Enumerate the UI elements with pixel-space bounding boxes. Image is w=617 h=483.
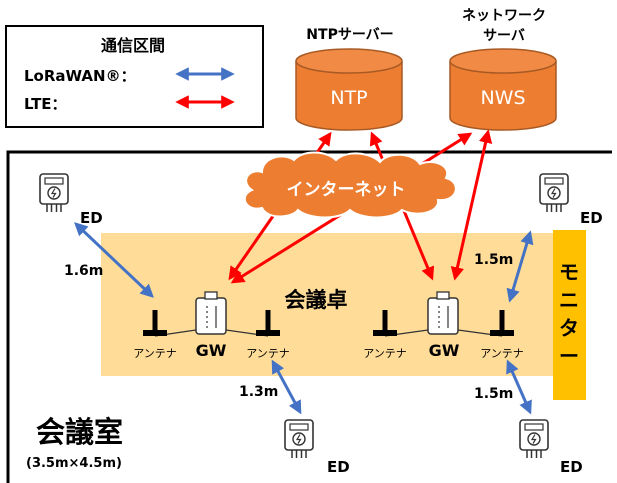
monitor-char-2: ニ bbox=[559, 288, 579, 312]
ed-top-right-label: ED bbox=[580, 209, 603, 227]
lora-arrow-top-left bbox=[74, 222, 154, 298]
antenna-1-label: アンテナ bbox=[133, 347, 177, 360]
ed-bottom-left-label: ED bbox=[327, 458, 350, 476]
meter-top-left-icon bbox=[39, 173, 69, 213]
antenna-4-label: アンテナ bbox=[480, 347, 524, 360]
ed-bottom-right-label: ED bbox=[560, 458, 583, 476]
monitor-label: モ ニ タ ー bbox=[559, 260, 579, 368]
monitor-char-1: モ bbox=[559, 260, 579, 284]
distance-bottom-right: 1.5m bbox=[474, 386, 513, 402]
meter-bottom-right-icon bbox=[519, 419, 549, 459]
antenna-3-label: アンテナ bbox=[363, 347, 407, 360]
antenna-2-label: アンテナ bbox=[246, 347, 290, 360]
internet-cloud: インターネット bbox=[243, 151, 457, 219]
distance-top-left: 1.6m bbox=[64, 263, 103, 279]
gateway-left-icon bbox=[195, 291, 227, 335]
legend-lora-label: LoRaWAN®： bbox=[24, 67, 136, 85]
monitor bbox=[553, 230, 586, 400]
distance-top-right: 1.5m bbox=[474, 252, 513, 268]
lora-links bbox=[74, 222, 534, 415]
nws-server-caption-line1: ネットワーク bbox=[462, 8, 546, 24]
nws-server: ネットワーク サーバ NWS bbox=[449, 8, 557, 131]
nws-server-caption-line2: サーバ bbox=[483, 28, 525, 44]
meter-top-right-icon bbox=[539, 173, 569, 213]
lora-arrow-top-right bbox=[506, 230, 534, 303]
gateway-right-label: GW bbox=[429, 341, 460, 360]
ntp-server-caption: NTPサーバー bbox=[306, 27, 393, 43]
monitor-char-3: タ bbox=[559, 316, 579, 340]
gateway-right-icon bbox=[427, 291, 459, 335]
internet-label: インターネット bbox=[287, 180, 406, 200]
legend: 通信区間 LoRaWAN®： LTE： bbox=[5, 25, 264, 128]
ed-top-left-label: ED bbox=[80, 209, 103, 227]
room-size: (3.5m×4.5m) bbox=[26, 456, 122, 471]
ntp-server-label: NTP bbox=[330, 87, 367, 109]
meter-bottom-left-icon bbox=[284, 419, 314, 459]
ntp-server: NTPサーバー NTP bbox=[295, 27, 403, 131]
nws-server-label: NWS bbox=[480, 87, 525, 109]
lora-arrow-bottom-right bbox=[506, 359, 532, 415]
table-label: 会議卓 bbox=[285, 288, 348, 312]
lora-arrow-bottom-left bbox=[271, 359, 302, 415]
monitor-char-4: ー bbox=[559, 344, 579, 368]
lte-arrow-nws-gw-right bbox=[450, 129, 493, 281]
room-title: 会議室 bbox=[36, 415, 123, 449]
distance-bottom-left: 1.3m bbox=[239, 384, 278, 400]
legend-lte-label: LTE： bbox=[24, 95, 67, 113]
gateway-left-label: GW bbox=[196, 341, 227, 360]
legend-title: 通信区間 bbox=[101, 36, 165, 55]
